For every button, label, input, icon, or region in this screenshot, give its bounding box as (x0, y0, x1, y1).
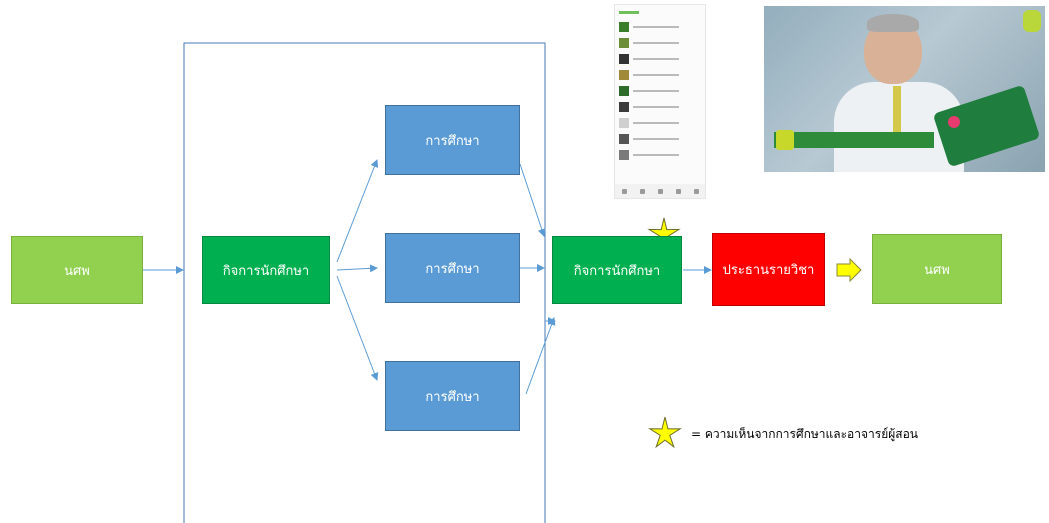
node-education-top-label: การศึกษา (425, 133, 480, 149)
node-activity-right: กิจการนักศึกษา (552, 236, 682, 304)
node-education-bottom-label: การศึกษา (425, 389, 480, 405)
node-end-label: นศพ (924, 262, 950, 278)
legend-text: = ความเห็นจากการศึกษาและอาจารย์ผู้สอน (691, 427, 919, 441)
node-start: นศพ (11, 236, 143, 304)
node-end: นศพ (872, 234, 1002, 304)
arrow-activity-to-edu-bot (336, 275, 379, 381)
arrow-edu-bot-to-merge (525, 317, 556, 395)
node-education-middle-label: การศึกษา (425, 261, 480, 277)
node-activity-left-label: กิจการนักศึกษา (222, 263, 310, 279)
node-education-top: การศึกษา (385, 105, 520, 175)
container-frame (183, 42, 546, 523)
node-course-chair-label: ประธานรายวิชา (722, 263, 815, 278)
node-education-bottom: การศึกษา (385, 361, 520, 431)
arrow-edu-top-to-merge (519, 163, 546, 237)
node-course-chair: ประธานรายวิชา (712, 233, 825, 306)
yellow-block-arrow (836, 257, 862, 283)
video-frame-image (764, 6, 1045, 172)
node-education-middle: การศึกษา (385, 233, 520, 303)
phone-screenshot-image (614, 4, 706, 199)
arrow-activity-to-edu-top (336, 159, 379, 263)
legend-star-icon (648, 416, 682, 449)
node-start-label: นศพ (64, 263, 90, 279)
node-activity-right-label: กิจการนักศึกษา (573, 263, 661, 279)
node-activity-left: กิจการนักศึกษา (202, 236, 330, 304)
arrow-activity-to-edu-mid (336, 264, 378, 273)
